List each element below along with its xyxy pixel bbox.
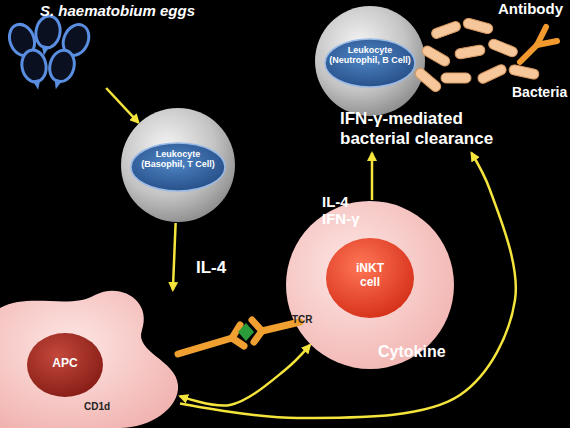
node-text: Leukocyte (Basophil, T Cell) bbox=[137, 149, 219, 170]
cell-membrane bbox=[121, 108, 235, 222]
egg bbox=[19, 48, 50, 92]
cytokine-label: IL-4 bbox=[196, 258, 246, 278]
signal-arrow bbox=[180, 345, 310, 405]
outcome-text: IFN-γ-mediated bacterial clearance bbox=[340, 105, 520, 153]
node-text: Leukocyte (Neutrophil, B Cell) bbox=[325, 45, 415, 66]
bacterium bbox=[454, 44, 485, 59]
bacterium bbox=[441, 73, 471, 83]
cell-nucleus bbox=[325, 39, 415, 87]
node-text: S. haematobium eggs bbox=[40, 2, 205, 19]
egg-cluster: S. haematobium eggs bbox=[0, 0, 200, 88]
bacteria-cluster bbox=[413, 17, 539, 93]
bacteria-label: Bacteria bbox=[512, 84, 567, 100]
cytokine-label: IL-4 IFN-γ bbox=[322, 193, 368, 228]
bacterium bbox=[487, 38, 519, 59]
signal-arrow bbox=[371, 153, 374, 200]
leukocyte-cell: Leukocyte (Basophil, T Cell) bbox=[120, 107, 236, 223]
node-text: iNKT cell bbox=[350, 262, 390, 290]
receptor-label: TCR bbox=[292, 314, 313, 326]
cell-nucleus bbox=[326, 238, 414, 318]
node-text: IFN-γ-mediated bacterial clearance bbox=[340, 109, 520, 148]
signal-arrow bbox=[180, 153, 516, 418]
cytokine-label: Cytokine bbox=[378, 343, 446, 361]
bacterium bbox=[462, 17, 494, 34]
cell-nucleus bbox=[131, 143, 225, 191]
signal-arrow bbox=[173, 223, 176, 290]
cell-membrane bbox=[0, 291, 178, 428]
antibody-symbol bbox=[520, 27, 557, 62]
bacterium bbox=[476, 63, 507, 85]
antibody-label: Antibody bbox=[498, 0, 563, 17]
egg bbox=[44, 47, 78, 92]
receptor-label: CD1d bbox=[84, 401, 110, 413]
signal-arrow bbox=[106, 88, 138, 123]
bacterium bbox=[430, 20, 462, 40]
cell-membrane bbox=[286, 201, 454, 369]
cd1d-receptor bbox=[178, 325, 244, 354]
node-text: APC bbox=[40, 357, 90, 371]
antigen-diamond bbox=[238, 323, 254, 341]
cell-membrane bbox=[315, 6, 425, 116]
bacterium bbox=[508, 64, 539, 80]
cell-nucleus bbox=[27, 333, 103, 397]
leukocyte-cell: Leukocyte (Neutrophil, B Cell) bbox=[314, 5, 426, 117]
bacterium bbox=[421, 44, 452, 68]
